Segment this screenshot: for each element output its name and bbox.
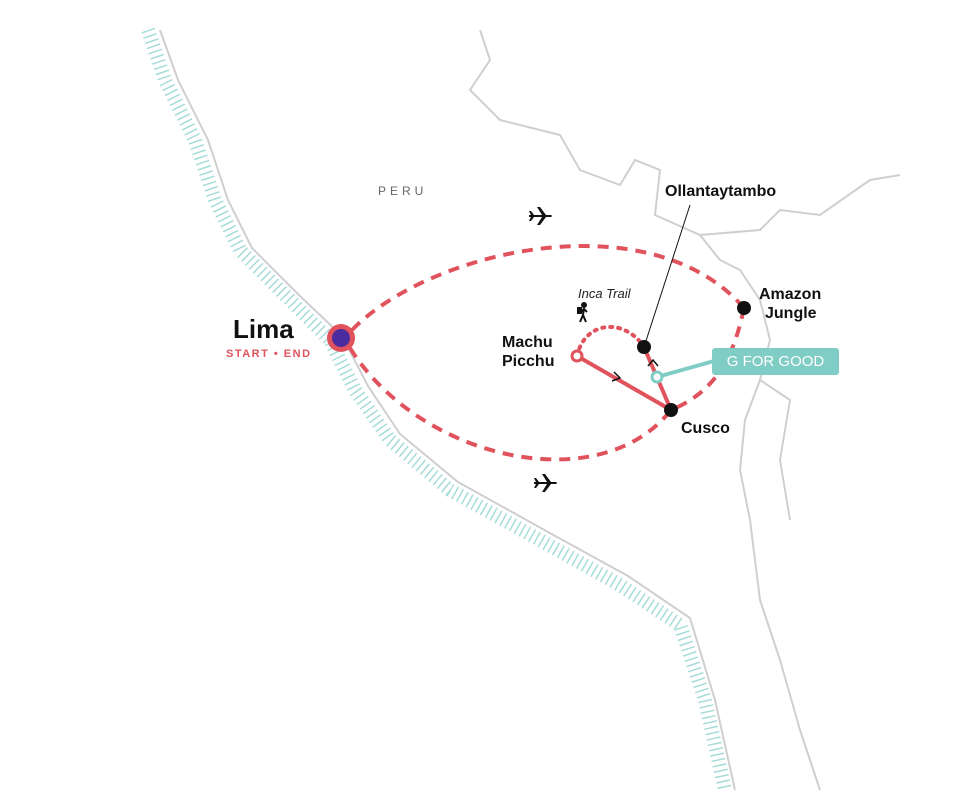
- machu-picchu-marker[interactable]: [570, 349, 584, 363]
- amazon-label: Amazon Jungle: [759, 285, 821, 323]
- country-label: PERU: [378, 184, 428, 198]
- ollantaytambo-marker[interactable]: [637, 340, 651, 354]
- lima-sublabel: START • END: [226, 348, 312, 360]
- hiker-icon: [577, 302, 588, 323]
- direction-arrow: [647, 358, 659, 367]
- borders: [468, 29, 901, 791]
- flight-route-north: [350, 244, 746, 332]
- inca-trail-route: [575, 324, 646, 358]
- coastline: [159, 29, 736, 791]
- lima-label: Lima: [233, 314, 294, 344]
- machu-label-line1: Machu: [502, 334, 553, 351]
- flight-route-south: [348, 346, 673, 462]
- amazon-label-line1: Amazon: [759, 286, 822, 303]
- leader-line: [643, 204, 691, 348]
- coastline-hatch: [141, 27, 732, 792]
- g-for-good-badge-bg: [712, 348, 839, 375]
- g-for-good-badge[interactable]: G FOR GOOD: [726, 353, 825, 370]
- g-for-good-connector: [656, 359, 715, 379]
- amazon-label-line2: Jungle: [765, 305, 817, 322]
- ollantaytambo-label: Ollantaytambo: [665, 183, 777, 200]
- lima-marker-inner: [332, 329, 350, 347]
- inca-trail-label: Inca Trail: [578, 286, 631, 301]
- cusco-marker[interactable]: [664, 403, 678, 417]
- amazon-marker[interactable]: [737, 301, 751, 315]
- cusco-label: Cusco: [681, 420, 730, 437]
- machu-picchu-label: Machu Picchu: [502, 333, 554, 371]
- plane-icon: [534, 474, 557, 492]
- direction-arrow: [611, 371, 622, 382]
- g-for-good-marker: [650, 370, 664, 384]
- plane-icon: [529, 207, 552, 225]
- machu-label-line2: Picchu: [502, 353, 555, 370]
